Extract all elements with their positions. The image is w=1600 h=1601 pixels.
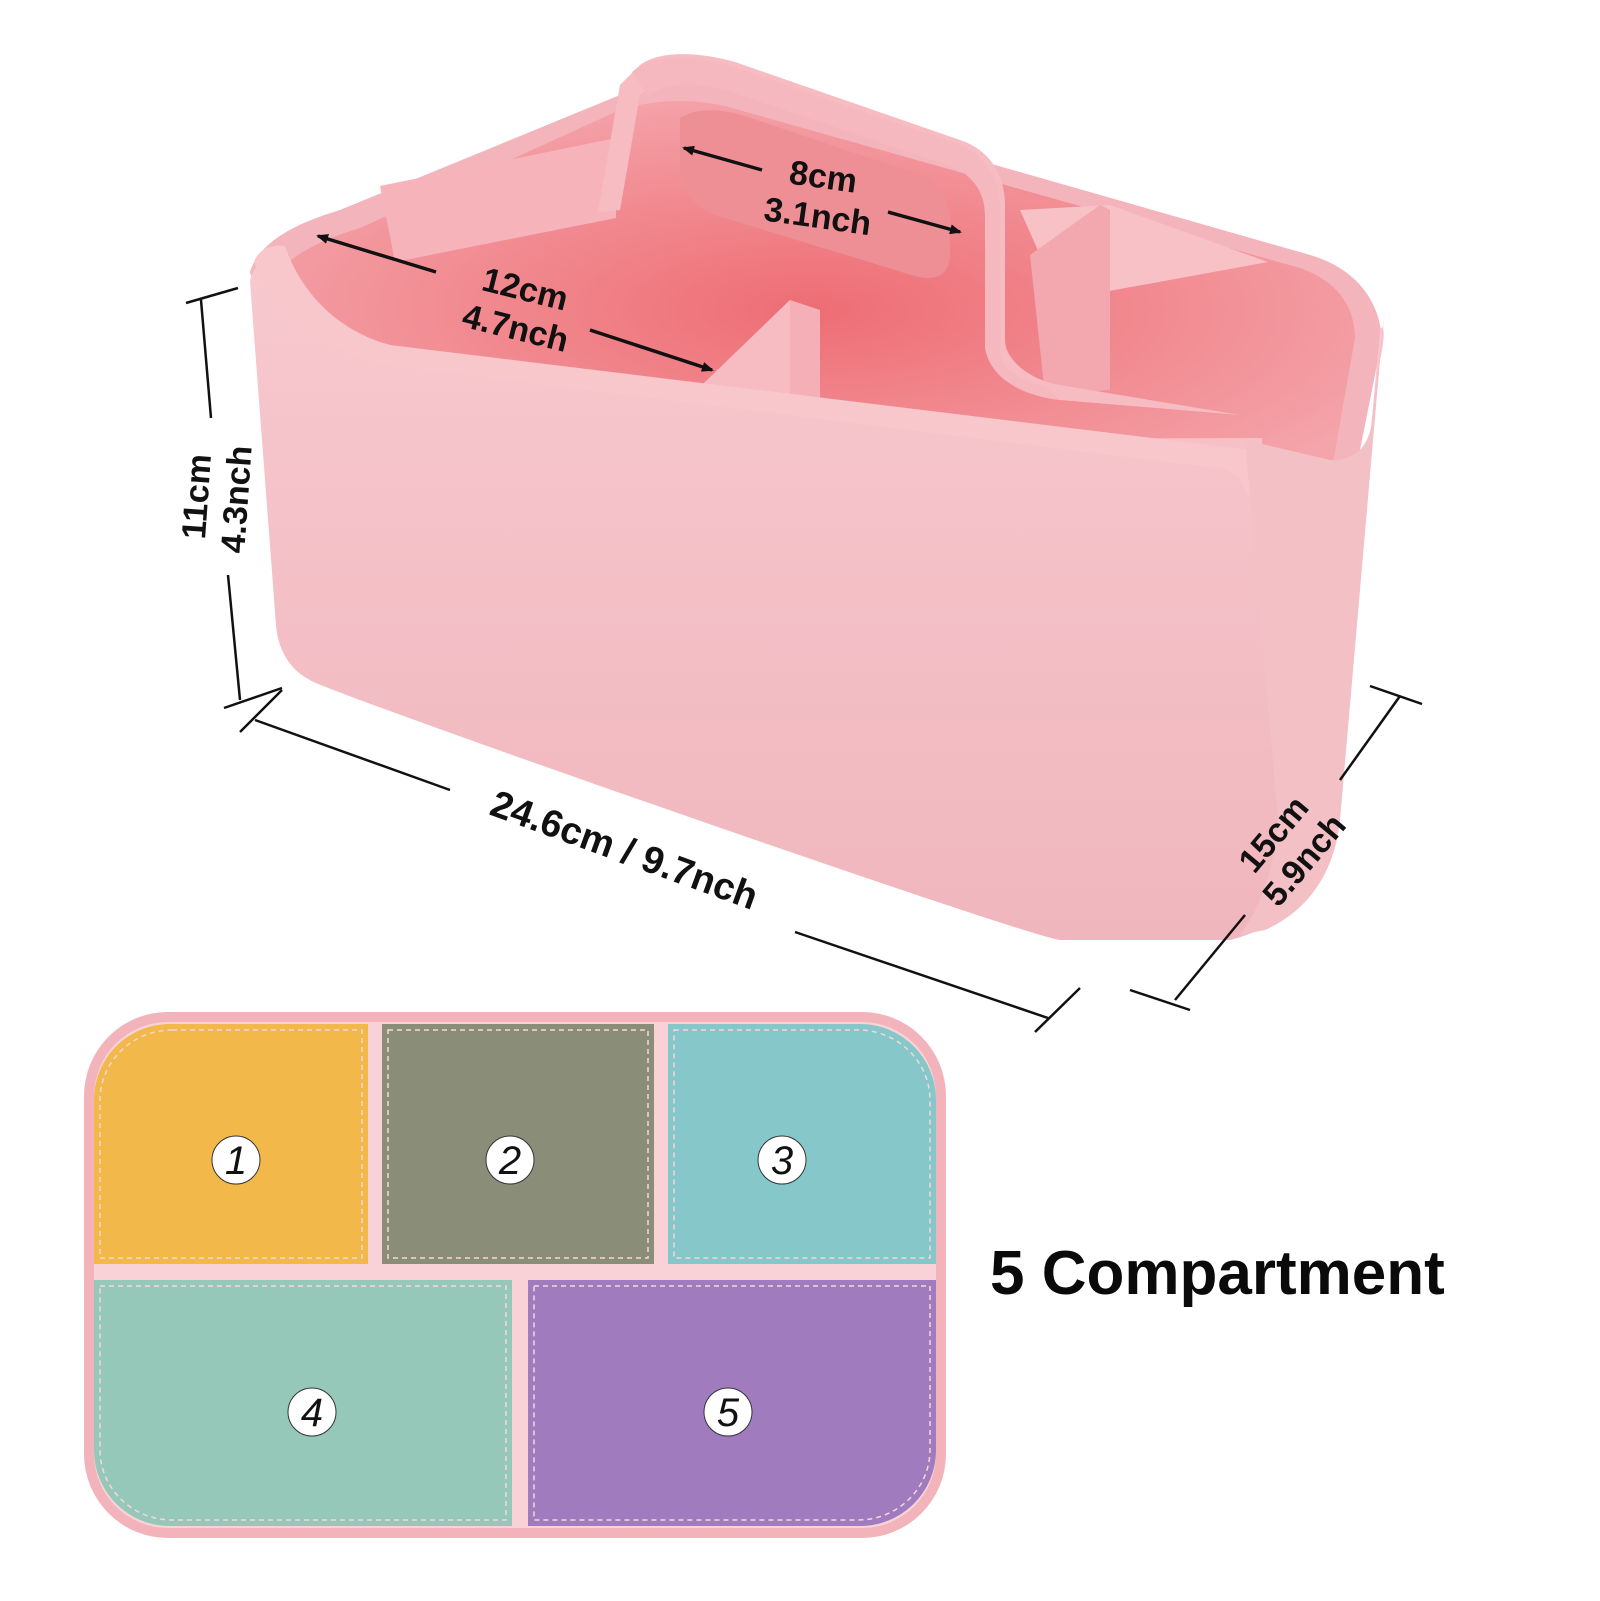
seam-1 — [99, 1029, 363, 1259]
seam-4 — [99, 1285, 507, 1521]
height-line-bottom — [226, 574, 242, 701]
width-tick-right — [1034, 987, 1081, 1033]
depth-tick-top — [1369, 684, 1423, 706]
caddy-right-wall — [1240, 310, 1385, 935]
caddy-handle — [598, 54, 1240, 415]
depth-tick-bottom — [1129, 988, 1191, 1012]
width-line-left — [254, 718, 451, 792]
height-line-top — [199, 299, 213, 419]
depth-line-bottom — [1174, 914, 1246, 1001]
width-line-right — [794, 930, 1049, 1020]
height-tick-top — [185, 286, 239, 305]
divider-right-inner — [1030, 205, 1110, 395]
badge-1-label: 1 — [225, 1139, 247, 1183]
height-dim-imperial: 4.3nch — [214, 444, 259, 554]
width-tick-left — [239, 689, 283, 733]
badge-3-label: 3 — [771, 1139, 793, 1183]
badge-5-label: 5 — [717, 1391, 740, 1435]
handle-arrow-left — [682, 145, 763, 172]
badge-5: 5 — [703, 1387, 753, 1437]
depth-line-top — [1338, 695, 1402, 781]
caddy-front-rim — [254, 245, 1300, 495]
handle-opening — [680, 110, 950, 279]
compartment-arrow-left — [316, 234, 437, 274]
compartment-arrow-right — [589, 328, 714, 372]
badge-2-label: 2 — [498, 1139, 521, 1183]
pink-caddy — [250, 54, 1385, 940]
badge-4-label: 4 — [301, 1391, 323, 1435]
compartment-3 — [668, 1024, 936, 1264]
seam-3 — [673, 1029, 931, 1259]
seam-2 — [387, 1029, 649, 1259]
top-view-tray: 1 2 3 4 5 — [84, 1012, 946, 1538]
seam-5 — [533, 1285, 931, 1521]
badge-4: 4 — [287, 1387, 337, 1437]
height-dim-metric: 11cm — [175, 453, 219, 541]
badge-3: 3 — [757, 1135, 807, 1185]
height-tick-bottom — [223, 686, 283, 710]
divider-left-back — [380, 138, 616, 262]
badge-2: 2 — [485, 1135, 535, 1185]
handle-arrow-right — [887, 210, 962, 235]
caddy-front-wall — [250, 256, 1384, 940]
handle-body — [632, 58, 1060, 401]
badge-1: 1 — [211, 1135, 261, 1185]
handle-dim-metric: 8cm — [787, 154, 860, 201]
compartment-count-label: 5 Compartment — [990, 1239, 1445, 1308]
